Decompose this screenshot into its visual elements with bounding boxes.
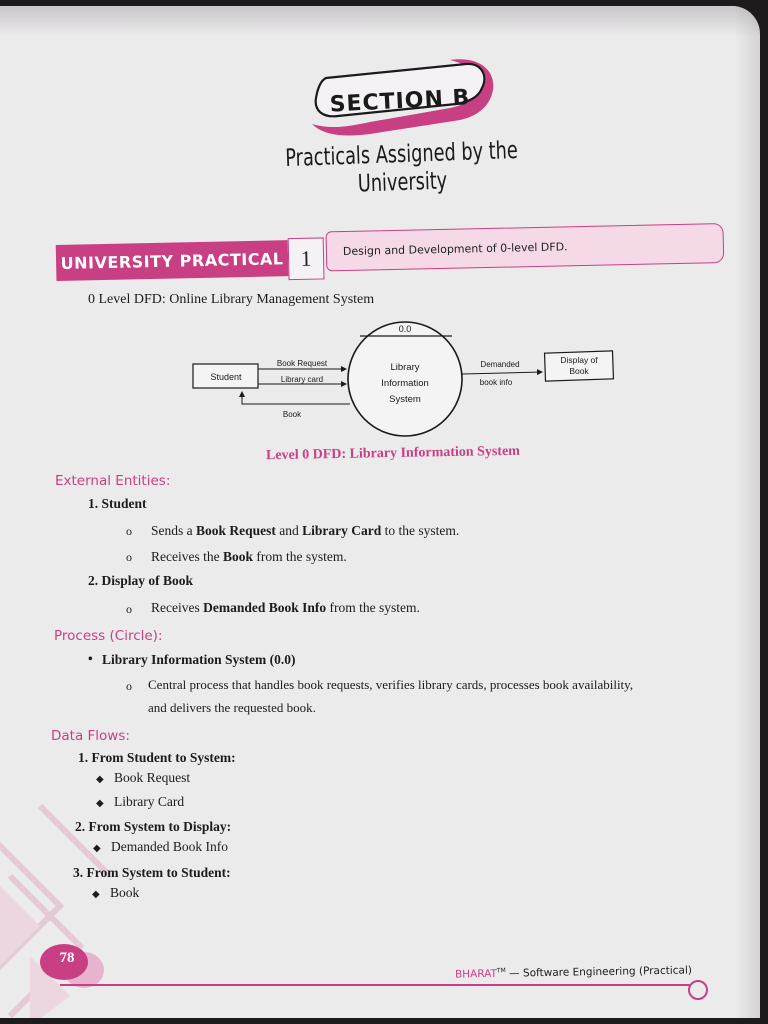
process-label-line2: Information [381, 378, 429, 389]
data-flow-item: Book Request [114, 770, 191, 785]
data-flow-group-3: 3. From System to Student: [73, 865, 231, 880]
diamond-bullet-icon: ◆ [96, 798, 104, 809]
student-entity-box [192, 363, 259, 389]
data-flow-group-2: 2. From System to Display: [75, 819, 232, 834]
entity-item-student: 1. Student [88, 496, 147, 511]
student-entity-label: Student [210, 372, 242, 382]
bullet-icon: o [126, 524, 132, 538]
process-label-line3: System [389, 394, 421, 405]
student-subitem-2: Receives the Book from the system. [151, 549, 347, 564]
flow-demanded-label-line1: Demanded [480, 360, 519, 369]
flow-book-request-label: Book Request [277, 359, 328, 368]
brand-name: BHARAT [454, 967, 498, 981]
practical-description: Design and Development of 0-level DFD. [325, 223, 725, 272]
display-entity-label-line2: Book [569, 366, 589, 376]
data-flow-group-1: 1. From Student to System: [78, 750, 236, 765]
footer-ring-icon [688, 980, 708, 1000]
flow-demanded-label-line2: book info [480, 378, 513, 387]
display-entity-label-line1: Display of [560, 355, 598, 365]
student-subitem-1: Sends a Book Request and Library Card to… [151, 523, 460, 538]
data-flows-heading: Data Flows: [51, 728, 130, 744]
process-circle [347, 321, 463, 437]
footer-rule [60, 984, 700, 986]
page-number-badge [40, 944, 88, 980]
diamond-bullet-icon: ◆ [96, 774, 104, 785]
display-entity-box [543, 350, 615, 382]
diamond-bullet-icon: ◆ [93, 843, 101, 854]
practical-tag: UNIVERSITY PRACTICAL [55, 240, 289, 282]
flow-book-label: Book [283, 410, 302, 419]
trademark: TM [496, 967, 506, 975]
flow-library-card-label: Library card [281, 375, 323, 384]
page-top-shadow [0, 6, 760, 36]
bullet-dot-icon: • [88, 651, 93, 666]
bullet-icon: o [126, 550, 132, 564]
data-flow-item: Demanded Book Info [111, 839, 228, 854]
data-flow-item: Book [110, 885, 140, 900]
process-label-line1: Library [390, 362, 419, 373]
process-heading: Process (Circle): [54, 628, 163, 644]
decorative-pattern [0, 803, 113, 1018]
book-title: Software Engineering (Practical) [522, 964, 693, 980]
process-id: 0.0 [399, 324, 412, 334]
data-flow-item: Library Card [114, 794, 185, 809]
footer-brand: BHARATTM — Software Engineering (Practic… [454, 964, 693, 981]
dfd-caption: Level 0 DFD: Library Information System [265, 443, 521, 464]
practical-number: 1 [287, 237, 325, 281]
section-label: SECTION B [329, 84, 471, 118]
external-entities-heading: External Entities: [55, 473, 171, 489]
book-page: SECTION B Practicals Assigned by the Uni… [0, 6, 760, 1018]
dfd-diagram: Student Book Request Library card Book 0… [192, 321, 615, 437]
section-badge [312, 59, 494, 136]
bullet-icon: o [126, 602, 132, 616]
process-desc-line2: and delivers the requested book. [148, 700, 316, 715]
bullet-icon: o [126, 679, 132, 693]
display-subitem-1: Receives Demanded Book Info from the sys… [151, 600, 420, 615]
dfd-subtitle: 0 Level DFD: Online Library Management S… [88, 292, 375, 307]
flow-demanded-book-info [461, 369, 543, 376]
page-number: 78 [59, 950, 75, 966]
diamond-bullet-icon: ◆ [92, 889, 100, 900]
page-title: Practicals Assigned by the University [284, 135, 519, 198]
practical-header: Design and Development of 0-level DFD. U… [55, 221, 729, 287]
process-item: Library Information System (0.0) [102, 652, 296, 667]
process-desc-line1: Central process that handles book reques… [148, 677, 634, 692]
flow-book [239, 391, 350, 405]
entity-item-display: 2. Display of Book [88, 573, 194, 588]
